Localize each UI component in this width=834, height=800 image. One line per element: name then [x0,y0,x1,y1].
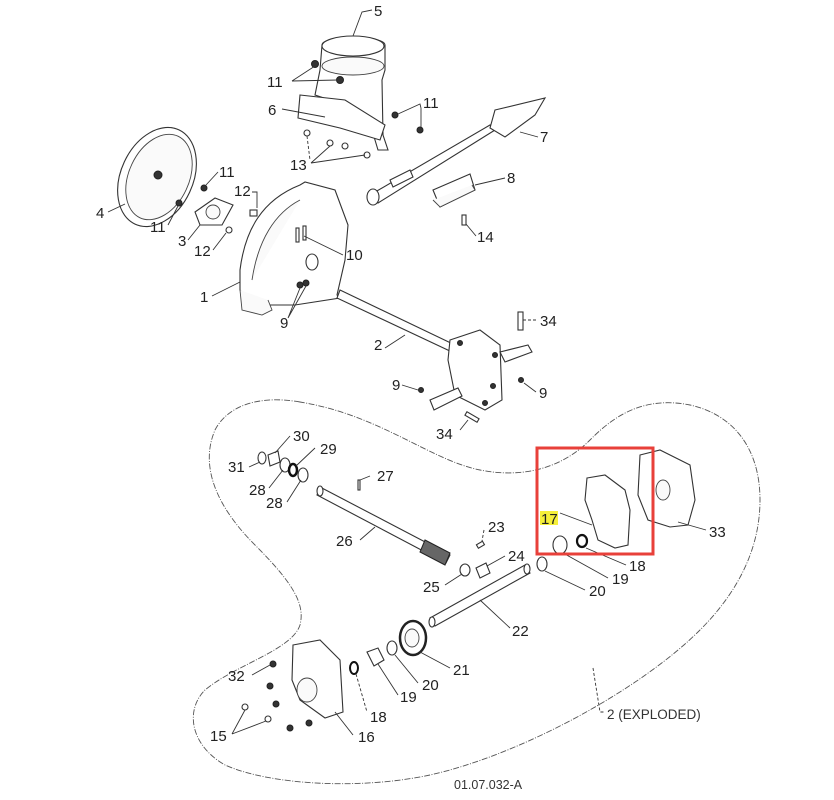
part-34-bolts[interactable] [459,311,538,431]
callout-2: 2 [374,337,382,354]
part-33-cover[interactable] [637,449,707,531]
callout-31: 31 [228,459,245,476]
drawing-number: 01.07.032-A [454,778,523,792]
callout-19: 19 [400,689,417,706]
exploded-leader [592,667,605,713]
exploded-label: 2 (EXPLODED) [607,707,701,722]
callout-21: 21 [453,662,470,679]
callout-25: 25 [423,579,440,596]
part-22-shaft[interactable] [428,563,531,629]
callout-1: 1 [200,289,208,306]
callout-9: 9 [392,377,400,394]
part-6-bracket[interactable] [281,94,386,141]
callout-12: 12 [194,243,211,260]
part-31-washer[interactable] [248,451,267,468]
part-8-bracket[interactable] [432,173,506,208]
callout-24: 24 [508,548,525,565]
callout-15: 15 [210,728,227,745]
part-15-plugs[interactable] [231,703,272,735]
callout-10: 10 [346,247,363,264]
part-20-washer-upper[interactable] [536,556,586,591]
part-3-flange[interactable] [187,197,234,241]
callout-23: 23 [488,519,505,536]
part-20-washer-lower[interactable] [386,640,419,684]
part-23-pin[interactable] [475,529,486,549]
callout-14: 14 [477,229,494,246]
part-25-washer[interactable] [444,563,471,586]
part-2-shaft-assembled[interactable] [336,289,533,411]
part-27-key[interactable] [357,475,371,491]
part-18-ring-lower[interactable] [349,661,368,713]
callout-27: 27 [377,468,394,485]
callout-3: 3 [178,233,186,250]
part-17-gasket[interactable] [559,474,631,549]
callout-30: 30 [293,428,310,445]
callout-11: 11 [423,95,439,112]
part-19-nut-lower[interactable] [366,647,399,696]
part-18-ring-upper[interactable] [575,533,627,566]
part-24-bushing[interactable] [475,555,506,579]
callout-19: 19 [612,571,629,588]
part-21-gear[interactable] [398,619,451,669]
callout-18: 18 [629,558,646,575]
callout-18: 18 [370,709,387,726]
callout-26: 26 [336,533,353,550]
part-9-nuts-housing[interactable] [287,279,310,319]
part-10-bolts[interactable] [295,225,344,271]
callout-32: 32 [228,668,245,685]
part-9-nuts-gearbox[interactable] [401,377,537,393]
part-14-pin[interactable] [461,214,477,237]
callout-34: 34 [436,426,453,443]
part-16-housing[interactable] [291,639,354,736]
callout-28: 28 [249,482,266,499]
callout-13: 13 [290,157,307,174]
part-11-nut-pulley[interactable] [167,171,219,226]
part-12-pins[interactable] [212,191,258,251]
part-28-washer-a[interactable] [268,457,291,489]
part-13-bolts[interactable] [303,129,371,164]
part-1-housing[interactable] [211,181,349,316]
part-7-crank[interactable] [366,97,547,206]
callout-9: 9 [539,385,547,402]
part-19-bushing-upper[interactable] [552,535,609,579]
callout-8: 8 [507,170,515,187]
callout-33: 33 [709,524,726,541]
part-26-worm-shaft[interactable] [316,485,451,566]
callout-11: 11 [150,219,166,236]
callout-29: 29 [320,441,337,458]
callout-22: 22 [512,623,529,640]
callout-20: 20 [422,677,439,694]
callout-16: 16 [358,729,375,746]
callout-20: 20 [589,583,606,600]
callout-6: 6 [268,102,276,119]
part-29-ring[interactable] [287,447,316,478]
callout-11: 11 [219,164,235,181]
part-11-nuts-right[interactable] [391,103,424,134]
callout-17-highlighted: 17 [541,511,558,528]
callout-11: 11 [267,74,283,91]
part-32-bolts[interactable] [251,660,313,732]
callout-5: 5 [374,3,382,20]
part-11-nuts-chute[interactable] [291,60,344,84]
callout-7: 7 [540,129,548,146]
callout-9: 9 [280,315,288,332]
part-28-washer-b[interactable] [286,467,309,503]
callout-4: 4 [96,205,104,222]
callout-34: 34 [540,313,557,330]
exploded-view-outline [192,399,761,785]
callout-28: 28 [266,495,283,512]
callout-12: 12 [234,183,251,200]
highlight-label-bg [540,511,558,525]
highlight-box [535,446,655,556]
